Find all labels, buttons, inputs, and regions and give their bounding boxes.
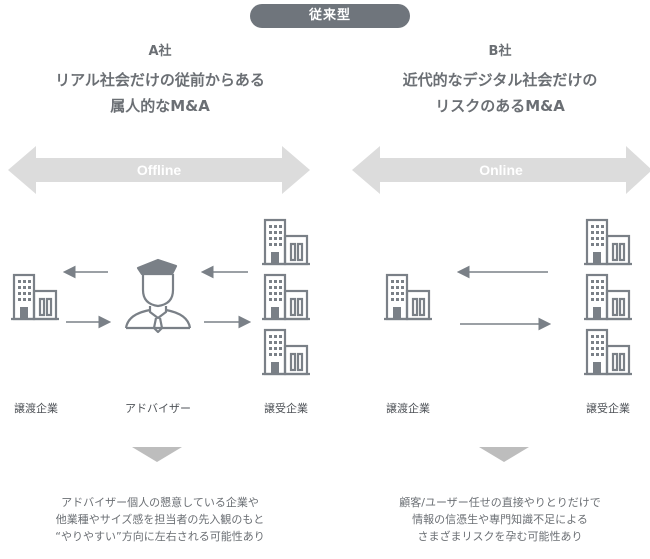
buyer-building-icon-b3 (582, 328, 634, 376)
company-b-label: B社 (488, 44, 512, 59)
description-b-line3: さまざまリスクを孕む可能性あり (417, 530, 583, 543)
headline-b-line1: 近代的なデジタル社会だけの (402, 71, 598, 89)
description-a-line2: 他業種やサイズ感を担当者の先入観のもと (55, 513, 265, 526)
offline-double-arrow (8, 146, 310, 194)
seller-label-a: 譲渡企業 (14, 402, 58, 415)
offline-label: Offline (137, 162, 182, 178)
description-b-line2: 情報の信憑生や専門知識不足による (412, 513, 588, 526)
buyer-building-icon-a2 (260, 273, 312, 321)
online-double-arrow (352, 146, 650, 194)
seller-building-icon-b (382, 273, 434, 321)
headline-a-line2: 属人的なM&A (110, 97, 210, 115)
company-a-label: A社 (148, 44, 172, 59)
description-b-line1: 顧客/ユーザー任せの直接やりとりだけで (399, 496, 601, 509)
seller-building-icon-a (9, 273, 61, 321)
buyer-building-icon-b2 (582, 273, 634, 321)
buyer-label-a: 譲受企業 (264, 402, 308, 415)
buyer-building-icon-b1 (582, 218, 634, 266)
approach-badge: 従来型 (250, 4, 410, 28)
advisor-person-icon (124, 258, 192, 334)
headline-b-line2: リスクのあるM&A (435, 97, 565, 115)
headline-a-line1: リアル社会だけの従前からある (55, 71, 265, 89)
down-triangle-a (132, 447, 182, 462)
buyer-building-icon-a1 (260, 218, 312, 266)
description-a-line3: “やりやすい”方向に左右される可能性あり (55, 530, 265, 543)
seller-label-b: 譲渡企業 (386, 402, 430, 415)
buyer-label-b: 譲受企業 (586, 402, 630, 415)
online-label: Online (479, 162, 523, 178)
description-a-line1: アドバイザー個人の懇意している企業や (61, 496, 259, 509)
buyer-building-icon-a3 (260, 328, 312, 376)
advisor-label: アドバイザー (125, 402, 191, 415)
down-triangle-b (479, 447, 529, 462)
